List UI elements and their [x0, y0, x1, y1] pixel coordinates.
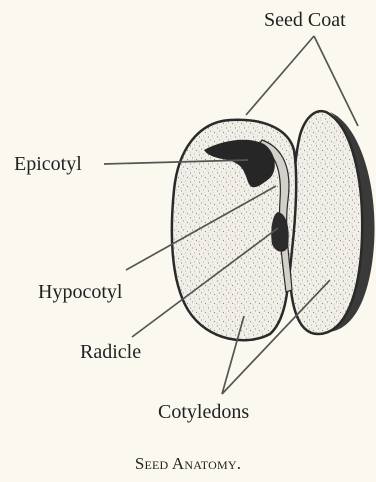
figure-caption: Seed Anatomy. — [0, 454, 376, 474]
seed-coat-label: Seed Coat — [264, 9, 346, 31]
radicle-label: Radicle — [80, 341, 141, 363]
hypocotyl-label: Hypocotyl — [38, 281, 123, 303]
epicotyl-label: Epicotyl — [14, 153, 82, 175]
right-cotyledon — [290, 111, 363, 334]
cotyledons-label: Cotyledons — [158, 401, 249, 423]
